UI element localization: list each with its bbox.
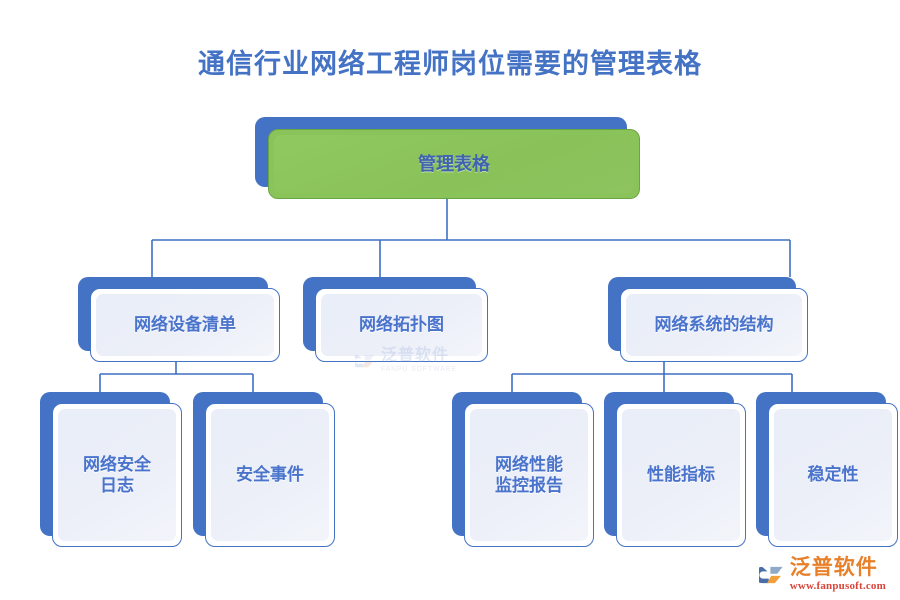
fanpu-watermark-icon <box>355 354 375 367</box>
node-n1a-inner: 网络安全 日志 <box>58 409 176 541</box>
node-network-topology[interactable]: 网络拓扑图 <box>303 277 488 362</box>
node-n1b-inner: 安全事件 <box>211 409 329 541</box>
node-root-card: 管理表格 <box>268 129 640 199</box>
center-watermark: 泛普软件 FANPU SOFTWARE <box>355 348 457 373</box>
node-n3c-card: 稳定性 <box>768 403 898 547</box>
brand-logo[interactable]: 泛普软件 www.fanpusoft.com <box>758 556 886 592</box>
page-title: 通信行业网络工程师岗位需要的管理表格 <box>198 49 702 79</box>
node-n3-inner: 网络系统的结构 <box>626 294 802 356</box>
center-watermark-en: FANPU SOFTWARE <box>381 366 457 373</box>
node-n3-card: 网络系统的结构 <box>620 288 808 362</box>
node-n3b-inner: 性能指标 <box>622 409 740 541</box>
node-n1a-card: 网络安全 日志 <box>52 403 182 547</box>
node-n2-card: 网络拓扑图 <box>315 288 488 362</box>
brand-logo-url: www.fanpusoft.com <box>789 580 886 592</box>
node-root[interactable]: 管理表格 <box>255 117 640 199</box>
node-network-system-structure[interactable]: 网络系统的结构 <box>608 277 808 362</box>
node-stability[interactable]: 稳定性 <box>756 392 898 547</box>
node-n3a-label: 网络性能 监控报告 <box>495 454 563 495</box>
node-n1-card: 网络设备清单 <box>90 288 280 362</box>
node-performance-metrics[interactable]: 性能指标 <box>604 392 746 547</box>
node-n2-label: 网络拓扑图 <box>359 315 444 335</box>
node-n3a-card: 网络性能 监控报告 <box>464 403 594 547</box>
node-n3-label: 网络系统的结构 <box>654 315 774 335</box>
node-network-device-list[interactable]: 网络设备清单 <box>78 277 280 362</box>
node-network-performance-report[interactable]: 网络性能 监控报告 <box>452 392 594 547</box>
node-n1b-card: 安全事件 <box>205 403 335 547</box>
node-n1a-label: 网络安全 日志 <box>83 454 151 495</box>
node-security-event[interactable]: 安全事件 <box>193 392 335 547</box>
node-n3c-label: 稳定性 <box>807 465 859 485</box>
node-n1-label: 网络设备清单 <box>134 315 236 335</box>
node-root-inner: 管理表格 <box>274 135 634 193</box>
node-n3b-card: 性能指标 <box>616 403 746 547</box>
node-n3b-label: 性能指标 <box>647 465 715 485</box>
center-watermark-cn: 泛普软件 <box>381 347 450 364</box>
fanpu-logo-icon <box>758 566 783 583</box>
node-network-security-log[interactable]: 网络安全 日志 <box>40 392 182 547</box>
node-n1b-label: 安全事件 <box>236 465 304 485</box>
node-n3a-inner: 网络性能 监控报告 <box>470 409 588 541</box>
node-n2-inner: 网络拓扑图 <box>321 294 482 356</box>
node-n3c-inner: 稳定性 <box>774 409 892 541</box>
node-root-label: 管理表格 <box>418 153 490 174</box>
brand-logo-name: 泛普软件 <box>789 556 878 579</box>
node-n1-inner: 网络设备清单 <box>96 294 274 356</box>
